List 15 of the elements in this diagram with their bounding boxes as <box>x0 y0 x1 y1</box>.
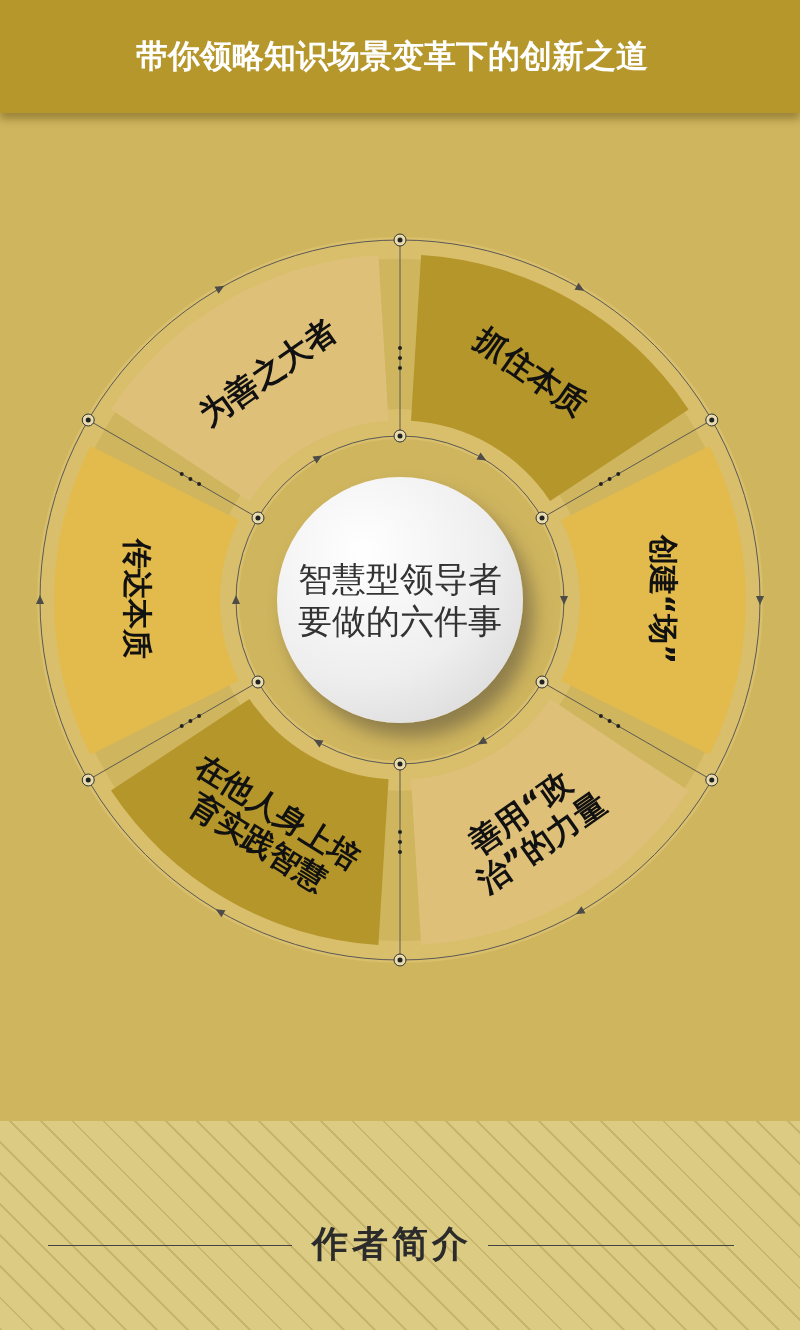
segment-label: 为善之大者 <box>190 309 346 436</box>
segment <box>561 445 746 755</box>
segment <box>111 254 389 501</box>
segment-label: 抓住本质 <box>467 318 597 427</box>
segment <box>411 699 689 946</box>
segment <box>411 254 689 501</box>
title: 带你领略知识场景变革下的创新之道 <box>136 36 648 77</box>
segment <box>111 699 389 946</box>
segment-label: 在他人身上培育实践智慧 <box>183 746 368 901</box>
segment <box>54 445 239 755</box>
segment-label: 善用“政治”的力量 <box>460 762 615 903</box>
section-heading: 作者简介 <box>312 1222 472 1266</box>
segment-label: 创建“场” <box>645 533 681 667</box>
segment-label: 传达本质 <box>119 537 155 662</box>
center-label: 智慧型领导者要做的六件事 <box>297 558 503 642</box>
